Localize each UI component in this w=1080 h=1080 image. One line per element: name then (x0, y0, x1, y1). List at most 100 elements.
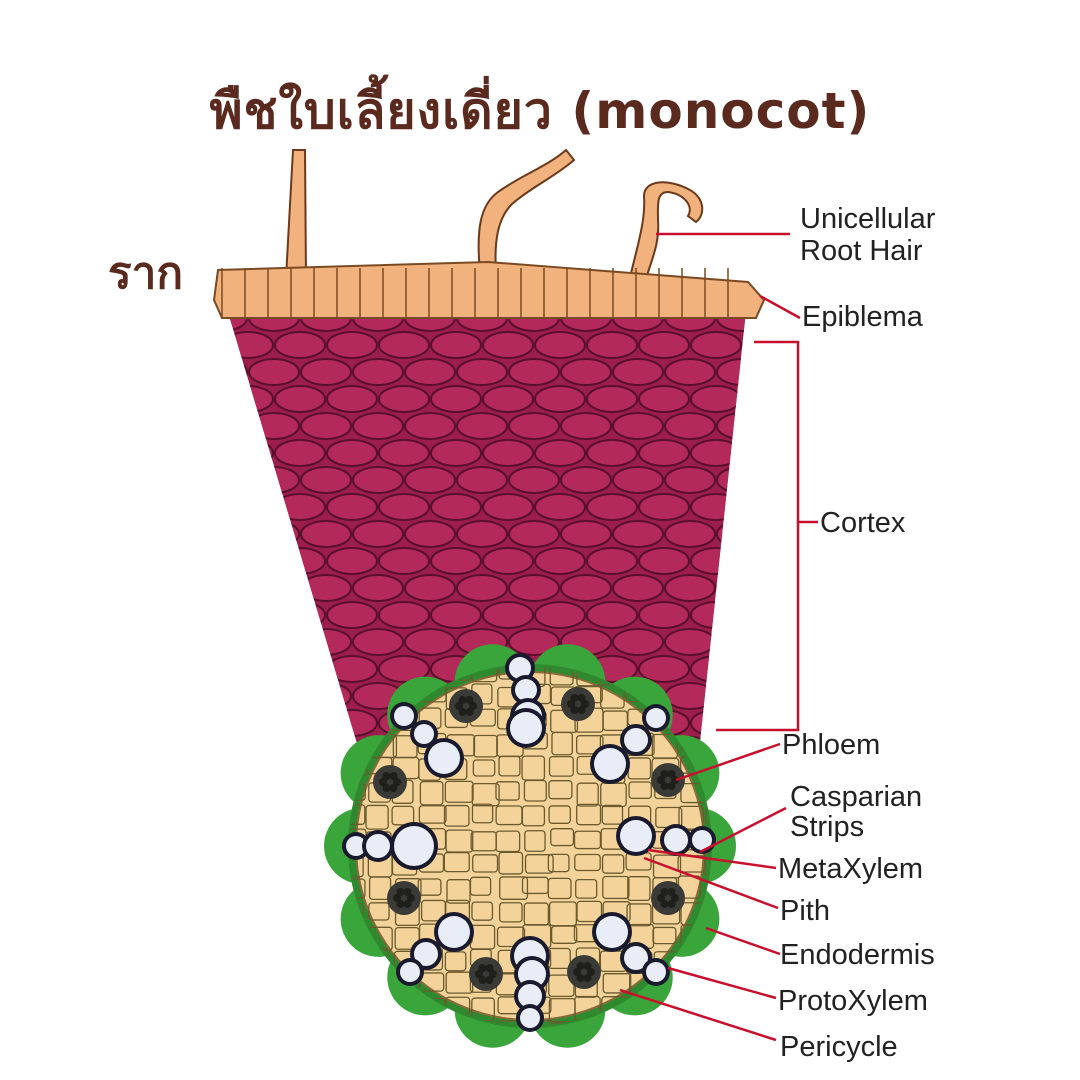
pith-cell (547, 853, 570, 873)
cortex-cell (274, 331, 326, 359)
phloem-cell (671, 894, 679, 902)
phloem-cell (576, 974, 585, 983)
pith-cell (706, 948, 710, 969)
cortex-cell (326, 493, 378, 521)
cortex-cell (326, 331, 378, 359)
pith-cell (628, 781, 652, 799)
cortex-cell (222, 601, 274, 629)
cortex-cell (222, 385, 274, 413)
phloem-cell (396, 887, 405, 896)
cortex-cell (456, 466, 508, 494)
cortex-cell (742, 331, 748, 359)
cortex-cell (795, 332, 845, 358)
cortex-cell (560, 466, 612, 494)
phloem-cell (667, 887, 676, 896)
cortex-cell (404, 412, 456, 440)
cortex-cell (404, 520, 456, 548)
cortex-cell (586, 331, 638, 359)
root-hair-2 (477, 148, 576, 273)
cortex-cell (171, 332, 221, 358)
cortex-cell (560, 358, 612, 386)
phloem-cluster (651, 881, 685, 915)
cortex-cell (612, 520, 664, 548)
phloem-cell (393, 778, 401, 786)
phloem-cluster (469, 957, 503, 991)
xylem-vessel (515, 679, 537, 701)
phloem-cell (671, 776, 679, 784)
phloem-cell (403, 900, 412, 909)
pith-cell (549, 666, 574, 686)
pith-cell (548, 780, 573, 800)
cortex-cell (508, 574, 560, 602)
cortex-cell (222, 628, 248, 656)
pith-cell (521, 805, 546, 827)
cortex-cell (638, 331, 690, 359)
xylem-vessel (692, 830, 712, 850)
phloem-cluster (651, 763, 685, 797)
phloem-cell (382, 784, 391, 793)
xylem-vessel (518, 984, 542, 1008)
cortex-cell (300, 520, 352, 548)
cortex-cell (508, 628, 560, 656)
cortex-cell (430, 439, 482, 467)
cortex-cell (352, 412, 404, 440)
cortex-cell (638, 601, 690, 629)
cortex-cell (534, 439, 586, 467)
pith-cell (366, 1020, 389, 1026)
pith-cell (573, 830, 602, 850)
xylem-vessel (624, 728, 648, 752)
label-epiblema: Epiblema (802, 301, 924, 333)
phloem-cell (583, 974, 592, 983)
pith-cell (627, 876, 651, 902)
cortex-cell (742, 547, 748, 575)
pith-cell (703, 852, 710, 876)
phloem-cell (660, 782, 669, 791)
cortex-cell (300, 412, 352, 440)
xylem-vessel (366, 834, 390, 858)
cortex-cell (222, 358, 248, 386)
cortex-cell (664, 520, 716, 548)
cortex-cell (430, 547, 482, 575)
cortex-cell (300, 682, 352, 710)
cortex-cell (352, 466, 404, 494)
cortex-cell (404, 574, 456, 602)
cortex-cell (638, 655, 690, 683)
pith-cell (471, 901, 494, 921)
cortex-cell (664, 466, 716, 494)
cortex-cell (534, 601, 586, 629)
xylem-vessel (624, 946, 648, 970)
cortex-cell (274, 709, 326, 737)
cortex-cell (300, 574, 352, 602)
phloem-cell (396, 900, 405, 909)
xylem-vessel (594, 748, 626, 780)
cortex-cell (534, 385, 586, 413)
pith-cell (548, 755, 574, 777)
cortex-cell (560, 574, 612, 602)
label-pith: Pith (780, 895, 830, 927)
cortex-cell (769, 575, 819, 601)
phloem-cell (475, 970, 483, 978)
cortex-cell (560, 520, 612, 548)
pith-cell (498, 902, 523, 923)
pith-cell (653, 1019, 679, 1026)
pith-cell (418, 805, 447, 824)
cortex-cell (352, 628, 404, 656)
cortex-cell (638, 439, 690, 467)
pith-cell (418, 1023, 448, 1026)
cortex-cell (560, 412, 612, 440)
cortex-cell (171, 494, 221, 520)
cortex-cell (508, 412, 560, 440)
pith-cell (366, 997, 392, 1016)
cortex-cell (326, 439, 378, 467)
cortex-cell (690, 547, 742, 575)
pith-cell (523, 779, 547, 802)
cortex-cell (716, 682, 748, 710)
cortex-cell (222, 412, 248, 440)
leader-protoxylem (667, 966, 777, 1000)
pith-cell (350, 997, 364, 1019)
pith-cell (443, 804, 470, 827)
cortex-cell (274, 493, 326, 521)
cortex-cell (795, 440, 845, 466)
root-hair-3 (626, 181, 704, 287)
